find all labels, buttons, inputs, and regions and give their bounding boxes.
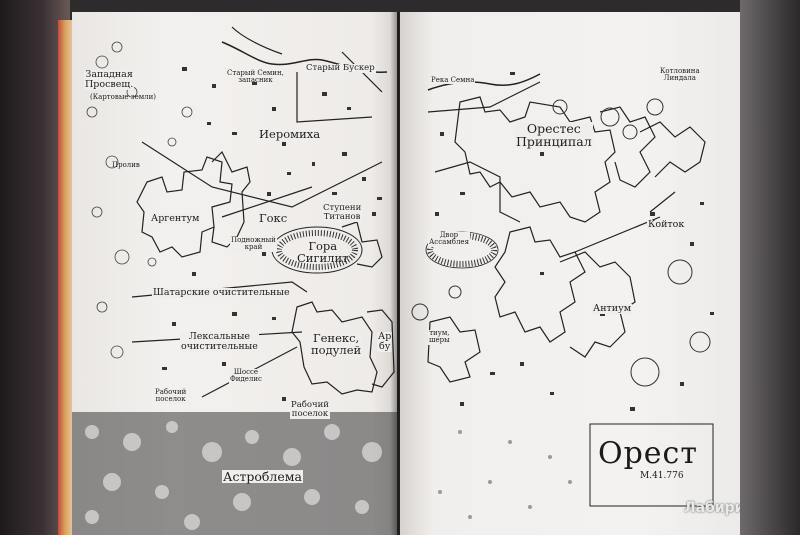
map-code: M.41.776 (640, 471, 684, 481)
right-map-drawing (411, 72, 714, 519)
label-goks: Гокс (258, 211, 289, 225)
label-astroblema: Астроблема (222, 469, 303, 484)
book-cover-edge (58, 20, 76, 535)
map-title: Орест (598, 436, 698, 471)
label-antium: Антиум (592, 303, 633, 314)
label-koytok: Койток (647, 219, 686, 230)
background-right (740, 0, 800, 535)
label-argentum: Аргентум (150, 213, 201, 224)
label-reka: Река Семна (430, 76, 476, 85)
label-staryi-busker: Старый Бускер (305, 63, 376, 73)
label-staryi-semin: Старый Семин,запасник (227, 69, 284, 85)
label-ieromikha: Иеромиха (258, 127, 322, 141)
label-geneks: Генекс,подулей (310, 331, 363, 358)
label-kartovye: (Картовые земли) (90, 93, 157, 101)
label-proliv: Пролив (112, 161, 140, 169)
label-tium: тиум,шеры (428, 329, 451, 345)
left-map-drawing (72, 26, 397, 535)
label-shatar: Шатарские очистительные (152, 287, 291, 298)
